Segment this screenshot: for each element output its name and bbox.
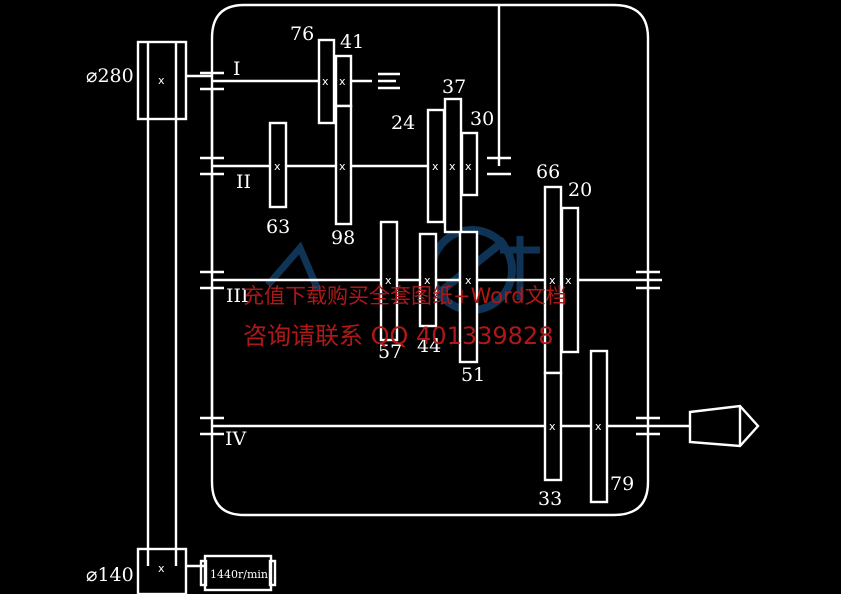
watermark-line-1: 充值下载购买全套图纸+Word文档 xyxy=(243,284,567,308)
label-79: 79 xyxy=(610,473,634,495)
svg-text:x: x xyxy=(595,420,602,433)
label-57: 57 xyxy=(378,341,402,363)
gear-63 xyxy=(268,121,288,209)
motor: 1440r/min xyxy=(199,554,277,592)
belt-drive: x x xyxy=(136,40,212,594)
svg-text:x: x xyxy=(158,562,165,575)
svg-text:x: x xyxy=(424,274,431,287)
label-76: 76 xyxy=(290,23,314,45)
shaft-label-ii: II xyxy=(236,171,251,193)
watermark-line-2: 咨询请联系 QQ 401339828 xyxy=(243,322,553,350)
gear-98 xyxy=(334,104,353,226)
svg-text:x: x xyxy=(158,74,165,87)
motor-speed-label: 1440r/min xyxy=(210,568,268,581)
gear-33 xyxy=(543,371,563,482)
label-20: 20 xyxy=(568,179,592,201)
large-pulley xyxy=(136,40,188,121)
svg-text:x: x xyxy=(465,160,472,173)
svg-text:x: x xyxy=(339,75,346,88)
right-bearings xyxy=(378,72,660,436)
label-24: 24 xyxy=(391,112,415,134)
left-bearings xyxy=(200,71,224,436)
label-41: 41 xyxy=(340,31,364,53)
gear-30 xyxy=(460,131,479,197)
svg-text:x: x xyxy=(549,420,556,433)
svg-text:x: x xyxy=(549,274,556,287)
label-33: 33 xyxy=(538,488,562,510)
svg-text:x: x xyxy=(274,160,281,173)
svg-text:x: x xyxy=(322,75,329,88)
gear-20 xyxy=(560,206,580,354)
gear-51 xyxy=(458,230,479,364)
svg-text:x: x xyxy=(385,274,392,287)
label-98: 98 xyxy=(331,227,355,249)
output-bevel-gear xyxy=(688,404,760,448)
label-44: 44 xyxy=(417,335,441,357)
gear-57 xyxy=(379,220,399,342)
gear-79 xyxy=(589,349,609,504)
shaft-label-i: I xyxy=(233,58,241,80)
large-pulley-diameter: ⌀280 xyxy=(86,65,134,87)
small-pulley-diameter: ⌀140 xyxy=(86,564,134,586)
label-37: 37 xyxy=(442,76,466,98)
svg-text:x: x xyxy=(465,274,472,287)
gear-44 xyxy=(418,232,438,328)
svg-text:x: x xyxy=(565,274,572,287)
shaft-label-iv: IV xyxy=(225,428,247,450)
svg-text:x: x xyxy=(449,160,456,173)
label-30: 30 xyxy=(470,108,494,130)
shaft-label-iii: III xyxy=(226,285,249,307)
gear-76 xyxy=(317,38,336,125)
label-66: 66 xyxy=(536,161,560,183)
svg-text:x: x xyxy=(432,160,439,173)
label-63: 63 xyxy=(266,216,290,238)
small-pulley xyxy=(136,547,188,594)
gearbox-housing xyxy=(210,3,650,517)
svg-text:x: x xyxy=(339,160,346,173)
label-51: 51 xyxy=(461,364,485,386)
